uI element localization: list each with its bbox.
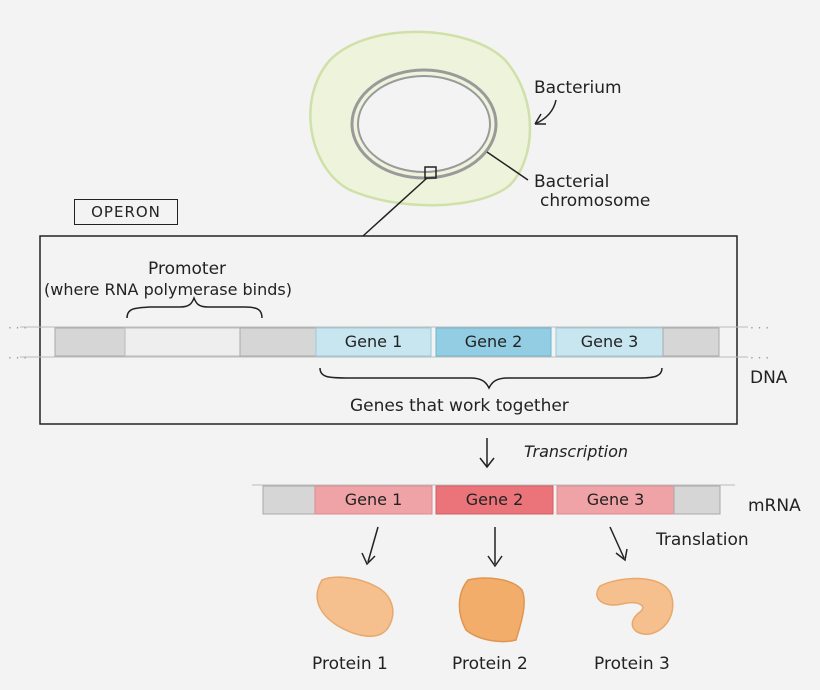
mrna-segment-right bbox=[673, 485, 721, 515]
mrna-gene-1-label: Gene 1 bbox=[344, 490, 403, 509]
translation-arrow-2-head bbox=[487, 555, 503, 568]
mrna-segment-left bbox=[262, 485, 316, 515]
chromosome-pointer-line bbox=[486, 151, 529, 181]
translation-arrow-3-shaft bbox=[609, 526, 625, 559]
translation-arrow-1-head bbox=[361, 552, 376, 566]
protein-3-label: Protein 3 bbox=[594, 654, 670, 674]
promoter-label: Promoter bbox=[148, 259, 227, 279]
dna-segment-operator bbox=[239, 327, 317, 357]
dna-left-dots-bottom: · · · bbox=[8, 351, 27, 365]
dna-gene-1-label: Gene 1 bbox=[344, 332, 403, 351]
bacterial-chromosome-outer bbox=[350, 68, 498, 180]
promoter-brace bbox=[126, 295, 263, 319]
protein-2-shape bbox=[458, 577, 525, 643]
bacterial-chromosome-inner bbox=[357, 75, 491, 173]
protein-1-label: Protein 1 bbox=[312, 654, 388, 674]
translation-label: Translation bbox=[656, 530, 749, 550]
mrna-gene-3-box bbox=[556, 485, 675, 515]
dna-right-dots: · · · bbox=[750, 321, 769, 335]
promoter-description: (where RNA polymerase binds) bbox=[44, 280, 292, 299]
dna-promoter-segment bbox=[124, 327, 241, 357]
mrna-gene-2-label: Gene 2 bbox=[465, 490, 524, 509]
dna-left-dots: · · · bbox=[8, 321, 27, 335]
bacterium-pointer-arrow bbox=[534, 99, 557, 125]
dna-gene-2-box bbox=[435, 327, 552, 357]
bacterium-pointer-arrowhead bbox=[534, 113, 546, 125]
protein-1-shape bbox=[316, 576, 394, 637]
dna-gene-2-label: Gene 2 bbox=[464, 332, 523, 351]
translation-arrow-1-shaft bbox=[367, 526, 379, 563]
dna-right-dots-bottom: · · · bbox=[750, 351, 769, 365]
mrna-gene-2-box bbox=[435, 485, 554, 515]
mrna-gene-1-box bbox=[314, 485, 433, 515]
dna-segment-left bbox=[54, 327, 126, 357]
protein-3-shape bbox=[596, 577, 674, 635]
genes-brace bbox=[319, 367, 663, 390]
dna-gene-3-label: Gene 3 bbox=[580, 332, 639, 351]
zoom-connector-line bbox=[362, 177, 428, 237]
operon-label: OPERON bbox=[74, 199, 178, 225]
protein-2-label: Protein 2 bbox=[452, 654, 528, 674]
bacterial-chromosome-label-line1: Bacterial bbox=[534, 172, 610, 192]
translation-arrow-3-head bbox=[615, 548, 628, 562]
zoom-region-marker bbox=[424, 166, 437, 179]
transcription-label: Transcription bbox=[524, 442, 629, 461]
dna-gene-1-box bbox=[315, 327, 432, 357]
mrna-gene-3-label: Gene 3 bbox=[586, 490, 645, 509]
dna-gene-3-box bbox=[555, 327, 664, 357]
genes-together-label: Genes that work together bbox=[350, 396, 569, 416]
bacterial-chromosome-label-line2: chromosome bbox=[540, 191, 651, 211]
bacterium-label: Bacterium bbox=[534, 78, 622, 98]
mrna-label: mRNA bbox=[748, 496, 801, 516]
transcription-arrowhead bbox=[479, 457, 495, 469]
dna-segment-right bbox=[662, 327, 720, 357]
dna-label: DNA bbox=[750, 368, 788, 388]
